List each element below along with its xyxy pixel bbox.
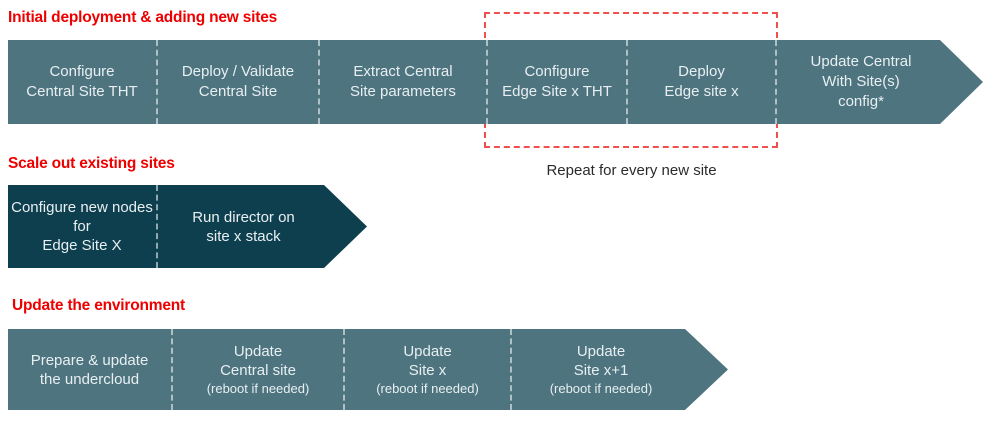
flow-segment-update-central-config: Update Central With Site(s) config* [777,40,983,124]
segment-label: Update Central site [220,343,296,379]
segment-label: Configure Central Site THT [26,63,138,100]
section-heading-scale-out: Scale out existing sites [8,155,175,172]
flow-segment-update-central-site: Update Central site (reboot if needed) [173,329,345,410]
segment-label: Configure Edge Site x THT [502,63,612,100]
flow-update-environment: Prepare & update the undercloud Update C… [8,329,728,410]
segment-sublabel: (reboot if needed) [206,381,310,396]
segment-sublabel: (reboot if needed) [549,381,653,396]
segment-label: Update Central With Site(s) config* [810,53,912,110]
flow-segment-configure-new-nodes: Configure new nodes for Edge Site X [8,185,158,268]
section-heading-initial-deployment: Initial deployment & adding new sites [8,9,278,26]
flow-segment-extract-central-params: Extract Central Site parameters [320,40,488,124]
flow-segment-update-site-x1: Update Site x+1 (reboot if needed) [512,329,728,410]
segment-label: Update Site x [403,343,452,379]
flow-scale-out: Configure new nodes for Edge Site X Run … [8,185,367,268]
segment-label: Configure new nodes for Edge Site X [11,199,153,254]
flow-segment-deploy-edge: Deploy Edge site x [628,40,777,124]
flow-segment-deploy-validate-central: Deploy / Validate Central Site [158,40,320,124]
segment-label: Update Site x+1 [573,343,629,379]
repeat-annotation: Repeat for every new site [546,162,717,179]
flow-segment-configure-edge-tht: Configure Edge Site x THT [488,40,628,124]
section-heading-update-environment: Update the environment [12,297,186,314]
segment-label: Deploy / Validate Central Site [181,63,295,100]
flow-segment-update-site-x: Update Site x (reboot if needed) [345,329,512,410]
flow-segment-prepare-undercloud: Prepare & update the undercloud [8,329,173,410]
flow-segment-run-director: Run director on site x stack [158,185,367,268]
flow-initial-deployment: Configure Central Site THT Deploy / Vali… [8,40,983,124]
segment-label: Deploy Edge site x [664,63,739,100]
flow-segment-configure-central-tht: Configure Central Site THT [8,40,158,124]
segment-label: Prepare & update the undercloud [30,351,149,388]
segment-sublabel: (reboot if needed) [376,381,479,396]
segment-label: Run director on site x stack [192,208,295,245]
segment-label: Extract Central Site parameters [350,63,456,100]
